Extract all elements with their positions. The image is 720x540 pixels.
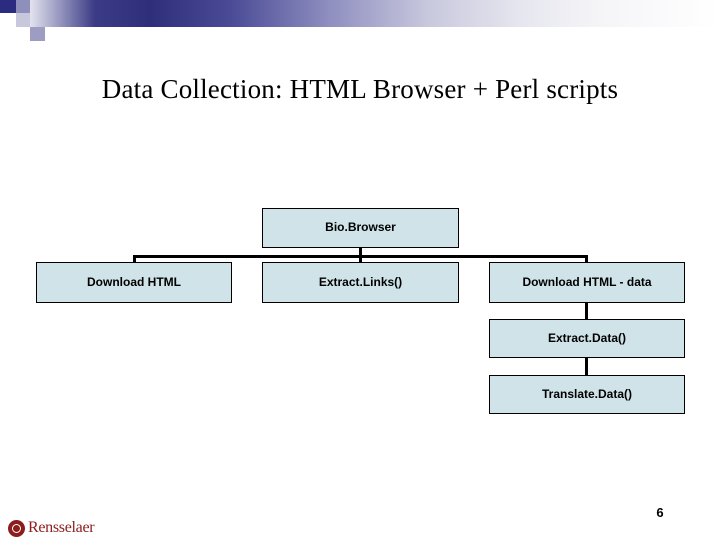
banner-square-3	[0, 13, 16, 27]
banner-gradient-bar	[0, 0, 720, 27]
node-label: Bio.Browser	[325, 220, 396, 235]
node-extract-links[interactable]: Extract.Links()	[262, 262, 459, 303]
banner-square-4	[16, 13, 30, 27]
banner-square-1	[0, 0, 16, 13]
node-extract-data[interactable]: Extract.Data()	[489, 319, 685, 358]
node-download-html[interactable]: Download HTML	[36, 262, 232, 303]
node-translate-data[interactable]: Translate.Data()	[489, 375, 685, 414]
node-label: Extract.Links()	[318, 274, 403, 289]
node-bio-browser[interactable]: Bio.Browser	[262, 208, 459, 248]
connector-bus-horizontal	[133, 255, 587, 258]
node-label: Download HTML	[87, 274, 181, 289]
node-download-html-data[interactable]: Download HTML - data	[489, 262, 685, 303]
node-label: Download HTML - data	[522, 274, 652, 289]
connector-link-extract-to-trans	[585, 357, 588, 376]
seal-icon	[8, 519, 25, 537]
connector-stem-bio-browser-down	[359, 247, 362, 258]
connector-link-data-to-extract	[585, 302, 588, 320]
node-label: Extract.Data()	[547, 330, 627, 345]
logo-wordmark: Rensselaer	[28, 519, 95, 536]
slide-title: Data Collection: HTML Browser + Perl scr…	[101, 74, 619, 104]
node-label: Translate.Data()	[541, 386, 633, 401]
top-decorative-banner	[0, 0, 720, 46]
banner-square-5	[30, 27, 45, 41]
rensselaer-logo: Rensselaer	[8, 518, 95, 538]
page-number: 6	[656, 505, 664, 520]
banner-square-2	[16, 0, 30, 13]
